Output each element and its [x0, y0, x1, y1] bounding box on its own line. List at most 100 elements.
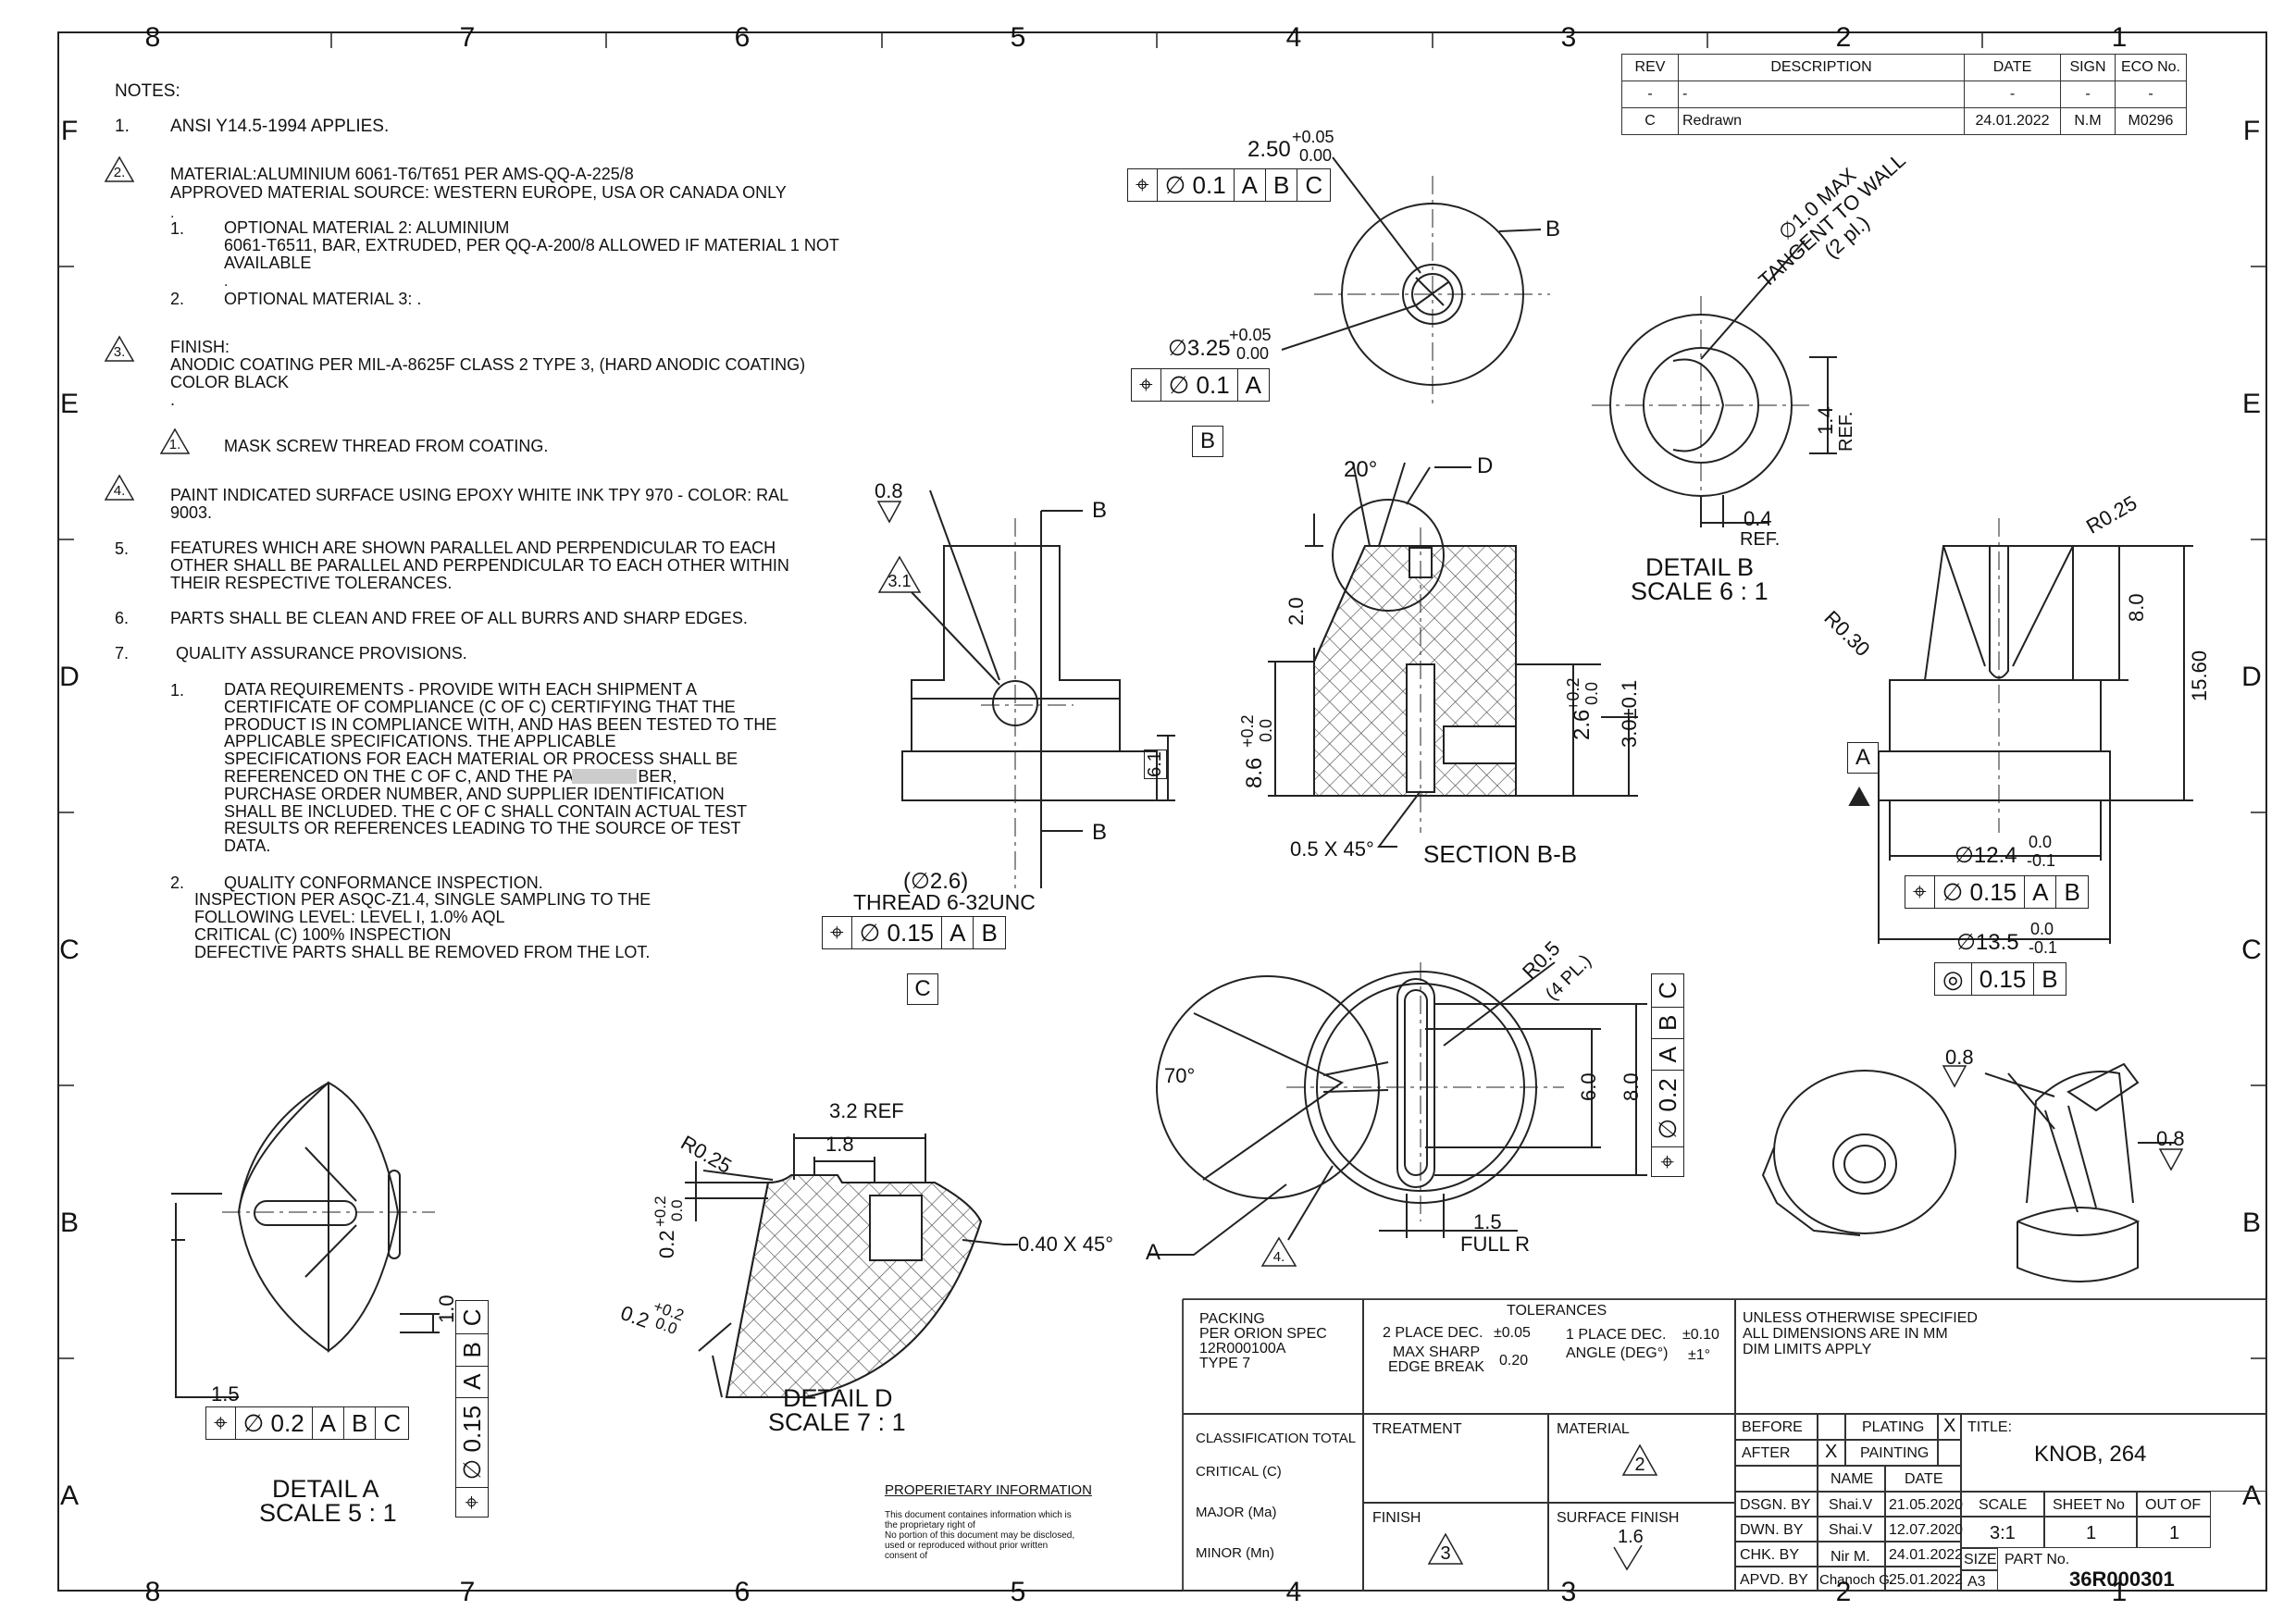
- dim-1-8: 1.8: [825, 1133, 854, 1156]
- label-b-top: B: [1092, 498, 1108, 523]
- note-4-triangle-label: 4.: [113, 483, 126, 499]
- tb-title: KNOB, 264: [2034, 1442, 2147, 1467]
- fcf-datum: B: [1266, 169, 1298, 201]
- rev-cell: Redrawn: [1678, 107, 1965, 135]
- tb-size-header: SIZE: [1964, 1552, 1997, 1567]
- tb-cell: [1885, 1542, 1961, 1567]
- dim-0-2-tol-up: +0.2: [652, 1196, 669, 1227]
- dim-6-0: 6.0: [1577, 1072, 1600, 1101]
- revision-row: C Redrawn 24.01.2022 N.M M0296: [1621, 107, 2187, 135]
- zone-row-f-right: F: [2242, 116, 2261, 146]
- fcf-tolerance: 0.15: [1972, 963, 2035, 995]
- tb-apvd-name: Chanoch G.: [1819, 1572, 1894, 1588]
- note-5: FEATURES WHICH ARE SHOWN PARALLEL AND PE…: [170, 539, 789, 592]
- tb-sheet: 1: [2086, 1523, 2097, 1543]
- fcf-datum: C: [383, 1408, 402, 1437]
- detail-b-scale: SCALE 6 : 1: [1631, 577, 1769, 605]
- detail-b-geometry: [1592, 240, 1837, 527]
- dim-2-6-tol-up: +0.2: [1564, 677, 1582, 711]
- zone-row-a-right: A: [2241, 1481, 2261, 1511]
- tb-cell: [1818, 1517, 1885, 1542]
- position-icon: ⌖: [206, 1407, 236, 1439]
- fcf-tolerance: ∅ 0.2: [1652, 1070, 1683, 1147]
- dim-12-4-tol-down: -0.1: [2027, 851, 2056, 870]
- rev-header-sign: SIGN: [2060, 54, 2116, 81]
- zone-col-4: 4: [1285, 22, 1302, 53]
- note-3-1-triangle-icon: 3.1: [877, 555, 922, 594]
- position-icon: ⌖: [1132, 369, 1161, 401]
- zone-row-a: A: [59, 1481, 79, 1511]
- tb-major: MAJOR (Ma): [1196, 1505, 1277, 1520]
- tb-cell: [1735, 1492, 1818, 1517]
- note-6-num: 6.: [115, 609, 130, 627]
- angle-70: 70°: [1164, 1064, 1196, 1087]
- fcf-bottom: ⌖ ∅ 0.2 A B C: [1651, 973, 1684, 1177]
- tb-material-cell: [1548, 1414, 1735, 1503]
- tb-cell: [1818, 1492, 1885, 1517]
- iso-surface-finish-2-icon: [2158, 1147, 2184, 1171]
- dim-1-5: 1.5: [211, 1382, 240, 1406]
- tb-sharp-edge-val: 0.20: [1499, 1353, 1529, 1369]
- redacted-block: [572, 769, 637, 784]
- detail-d-geometry: [685, 1134, 1018, 1398]
- datum-a: A: [1847, 742, 1879, 774]
- dim-8-0: 8.0: [2125, 593, 2148, 622]
- fcf-datum: A: [456, 1365, 488, 1397]
- dim-8-6-tol-down: 0.0: [1257, 718, 1275, 742]
- tb-minor: MINOR (Mn): [1196, 1545, 1274, 1561]
- drawing-frame: [57, 31, 2267, 1592]
- tb-angle-val: ±1°: [1688, 1347, 1711, 1363]
- fcf-top-1: ⌖ ∅ 0.1 A B C: [1127, 168, 1332, 202]
- tb-cell: [1938, 1440, 1961, 1466]
- tb-cell: [1818, 1414, 1845, 1440]
- dim-1-4: 1.4: [1814, 406, 1837, 435]
- rev-header-date: DATE: [1964, 54, 2061, 81]
- chamfer-0-40: 0.40 X 45°: [1018, 1233, 1113, 1256]
- tb-apvd-label: APVD. BY: [1740, 1572, 1808, 1588]
- tb-cell: [1818, 1567, 1885, 1592]
- fcf-right-2: ◎ 0.15 B: [1934, 962, 2066, 996]
- tb-name-header: NAME: [1831, 1471, 1874, 1487]
- zone-col-5-bottom: 5: [1010, 1577, 1026, 1607]
- fcf-datum: A: [313, 1407, 344, 1439]
- note-4-triangle-icon: 4.: [104, 474, 135, 502]
- section-bb-geometry: [1268, 462, 1638, 848]
- zone-col-8: 8: [144, 22, 161, 53]
- rev-cell: -: [1678, 81, 1965, 108]
- note-3a: MASK SCREW THREAD FROM COATING.: [224, 437, 549, 455]
- rev-cell: N.M: [2060, 107, 2116, 135]
- dim-6-1: 6.1: [1144, 750, 1167, 779]
- zone-row-c: C: [59, 935, 80, 965]
- tb-cell: [1885, 1466, 1961, 1492]
- note-5-num: 5.: [115, 539, 130, 558]
- dim-0-2-tol-down: 0.0: [668, 1199, 686, 1221]
- note-2: MATERIAL:ALUMINIUM 6061-T6/T651 PER AMS-…: [170, 165, 787, 202]
- rev-cell: -: [2060, 81, 2116, 108]
- tb-scale: 3:1: [1990, 1523, 2016, 1543]
- tb-part-number: 36R000301: [2069, 1567, 2175, 1591]
- iso-view-geometry: [1761, 1062, 2175, 1282]
- fcf-datum: B: [344, 1407, 377, 1439]
- tb-chk-name: Nir M.: [1831, 1549, 1870, 1565]
- zone-col-6: 6: [734, 22, 751, 53]
- tb-cell: [1735, 1466, 1818, 1492]
- tb-material-triangle-icon: 2: [1621, 1443, 1658, 1477]
- tb-cell: [1735, 1440, 1818, 1466]
- note-3a-triangle-icon: 1.: [159, 427, 191, 455]
- zone-col-5: 5: [1010, 22, 1026, 53]
- tb-cell: [1845, 1414, 1938, 1440]
- tb-sheet-header: SHEET No: [2053, 1497, 2125, 1513]
- zone-row-e-right: E: [2241, 389, 2261, 419]
- surface-finish-0-8: 0.8: [875, 479, 903, 502]
- tb-outof: 1: [2169, 1523, 2180, 1543]
- side-view-geometry: [901, 489, 1175, 888]
- note-2-triangle-label: 2.: [113, 165, 126, 180]
- tb-treatment: TREATMENT: [1372, 1421, 1462, 1437]
- fcf-datum: A: [1652, 1038, 1683, 1071]
- label-b: B: [1545, 217, 1561, 242]
- position-icon: ⌖: [1128, 169, 1158, 201]
- fcf-tolerance: ∅ 0.2: [236, 1407, 313, 1439]
- dim-1-4-ref: REF.: [1836, 411, 1856, 452]
- note-2-2-num: 2.: [170, 290, 185, 308]
- dim-8-0-bottom: 8.0: [1620, 1072, 1643, 1101]
